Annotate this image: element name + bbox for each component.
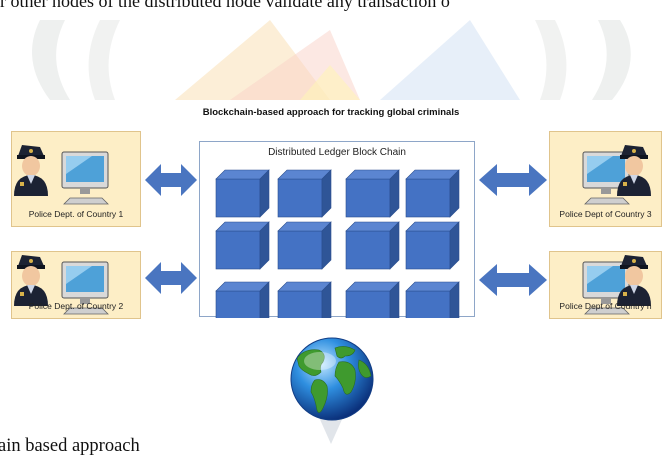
ledger-block-icon <box>405 221 460 270</box>
figure-title: Blockchain-based approach for tracking g… <box>202 107 460 118</box>
globe-icon <box>290 337 374 421</box>
double-arrow-icon <box>145 262 197 294</box>
ledger-block-icon <box>277 169 332 218</box>
ledger-title: Distributed Ledger Block Chain <box>268 147 406 158</box>
police-dept-label: Police Dept. of Country 2 <box>28 301 124 311</box>
ledger-block-icon <box>405 169 460 218</box>
computer-monitor-icon <box>582 261 630 315</box>
computer-monitor-icon <box>61 261 109 315</box>
computer-monitor-icon <box>582 151 630 205</box>
ledger-block-icon <box>215 221 270 270</box>
figure-caption: ain based approach <box>0 436 140 456</box>
police-dept-label: Police Dept of Country n <box>559 301 652 311</box>
ledger-block-icon <box>345 169 400 218</box>
ledger-block-icon <box>345 221 400 270</box>
ledger-block-icon <box>215 281 270 318</box>
double-arrow-icon <box>479 264 547 296</box>
ledger-block-icon <box>277 281 332 318</box>
police-officer-icon <box>617 145 651 196</box>
distributed-ledger-panel: Distributed Ledger Block Chain <box>199 141 475 318</box>
police-officer-icon <box>14 255 48 306</box>
police-dept-country-2: Police Dept. of Country 2 <box>11 251 141 319</box>
ledger-block-icon <box>277 221 332 270</box>
police-dept-label: Police Dept. of Country 1 <box>28 209 124 219</box>
police-officer-icon <box>582 145 651 205</box>
ledger-block-icon <box>215 169 270 218</box>
police-officer-icon <box>14 145 109 205</box>
double-arrow-icon <box>145 164 197 196</box>
police-dept-country-1: Police Dept. of Country 1 <box>11 131 141 227</box>
police-dept-label: Police Dept of Country 3 <box>559 209 652 219</box>
double-arrow-icon <box>479 164 547 196</box>
police-dept-country-3: Police Dept of Country 3 <box>549 131 662 227</box>
police-officer-icon <box>14 145 48 196</box>
body-text-fragment: r other nodes of the distributed node va… <box>0 0 450 11</box>
computer-monitor-icon <box>61 151 109 205</box>
police-dept-country-n: Police Dept of Country n <box>549 251 662 319</box>
ledger-block-icon <box>345 281 400 318</box>
police-officer-icon <box>617 255 651 306</box>
ledger-block-icon <box>405 281 460 318</box>
police-officer-icon <box>582 255 651 315</box>
ledger-block-grid <box>215 169 460 318</box>
police-officer-icon <box>14 255 109 315</box>
